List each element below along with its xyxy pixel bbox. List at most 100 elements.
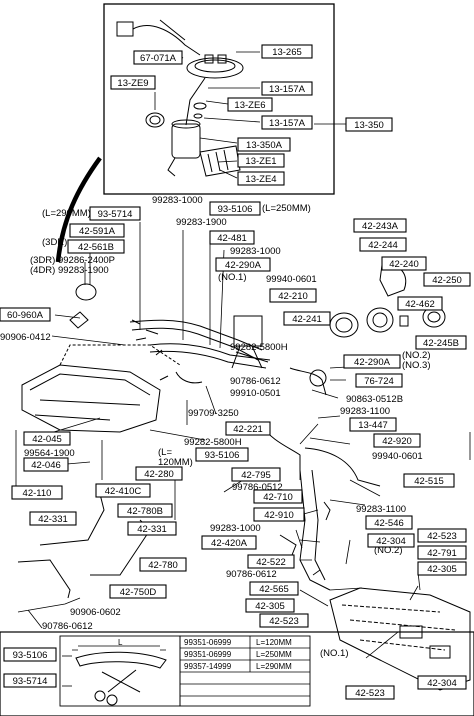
part-number-label: 93-5106 xyxy=(205,450,240,461)
part-number-label: 42-250 xyxy=(432,275,462,286)
part-number-label: 42-410C xyxy=(105,486,142,497)
part-number-label: 42-750D xyxy=(120,587,157,598)
part-number-box xyxy=(261,81,313,96)
part-number-box xyxy=(133,50,183,65)
part-number-text: 99940-0601 xyxy=(372,451,423,462)
part-number-box xyxy=(245,598,295,613)
part-number-text: (L=250MM) xyxy=(262,203,311,214)
part-number-label: 42-221 xyxy=(233,424,263,435)
part-number-label: 60-960A xyxy=(7,310,44,321)
part-number-box xyxy=(353,218,407,233)
legend-part-number: 99351-06999 xyxy=(184,638,232,647)
part-number-box xyxy=(11,485,63,500)
part-number-label: 13-157A xyxy=(269,84,306,95)
part-number-text: 120MM) xyxy=(158,457,193,468)
part-number-label: 42-791 xyxy=(427,548,457,559)
part-number-text: (NO.2) xyxy=(374,545,403,556)
part-number-box xyxy=(209,201,261,216)
legend-part-number: 99357-14999 xyxy=(184,662,232,671)
part-number-label: 42-290A xyxy=(354,357,391,368)
part-number-text: 90786-0612 xyxy=(42,621,93,632)
part-number-label: 42-243A xyxy=(362,221,399,232)
part-number-box xyxy=(231,467,281,482)
part-number-box xyxy=(381,256,427,271)
part-number-label: 42-244 xyxy=(368,240,398,251)
part-number-label: 67-071A xyxy=(140,53,177,64)
part-number-text: (NO.1) xyxy=(320,648,349,659)
part-number-box xyxy=(23,431,71,446)
part-number-label: 42-045 xyxy=(32,434,62,445)
part-number-text: 99283-1000 xyxy=(152,195,203,206)
part-number-box xyxy=(403,473,455,488)
part-number-text: 90863-0512B xyxy=(346,394,403,405)
part-number-box xyxy=(269,288,317,303)
part-number-label: 13-265 xyxy=(272,47,302,58)
part-number-text: (NO.1) xyxy=(218,272,247,283)
part-number-text: (4DR) 99283-1900 xyxy=(30,265,109,276)
part-number-box xyxy=(195,447,249,462)
part-number-box xyxy=(3,673,57,688)
part-number-box xyxy=(0,307,51,322)
part-number-text: (L=290MM) xyxy=(42,208,91,219)
part-number-box xyxy=(367,533,415,548)
legend-length-value: L=290MM xyxy=(256,662,292,671)
part-number-label: 13-447 xyxy=(358,420,388,431)
hose-legend xyxy=(0,631,474,716)
part-number-label: 42-523 xyxy=(427,531,457,542)
part-number-box xyxy=(261,115,313,130)
part-number-label: 42-305 xyxy=(255,601,285,612)
part-number-text: 99709-3250 xyxy=(188,408,239,419)
part-number-text: 99283-1000 xyxy=(230,246,281,257)
part-number-box xyxy=(365,515,413,530)
part-number-label: 42-561B xyxy=(78,242,114,253)
part-number-label: 42-523 xyxy=(355,688,385,699)
part-number-label: 42-331 xyxy=(137,524,167,535)
part-number-label: 42-046 xyxy=(31,460,61,471)
legend-length-value: L=120MM xyxy=(256,638,292,647)
part-number-label: 42-546 xyxy=(374,518,404,529)
part-number-label: 42-780B xyxy=(127,506,163,517)
part-number-text: 99564-1900 xyxy=(24,448,75,459)
part-number-text: 99940-0601 xyxy=(266,274,317,285)
part-number-box xyxy=(117,503,173,518)
part-number-text: (NO.2) xyxy=(402,350,431,361)
part-number-box xyxy=(69,223,125,238)
part-number-text: 99282-5800H xyxy=(230,342,288,353)
part-number-label: 42-462 xyxy=(405,299,435,310)
part-number-box xyxy=(23,457,69,472)
part-number-box xyxy=(253,489,303,504)
part-number-box xyxy=(109,584,167,599)
part-number-label: 42-591A xyxy=(79,226,116,237)
fuel-pump-inset xyxy=(103,3,346,195)
part-number-label: 42-910 xyxy=(264,510,294,521)
part-number-label: 42-710 xyxy=(263,492,293,503)
part-number-text: (L= xyxy=(158,447,172,458)
part-number-box xyxy=(225,421,271,436)
part-number-box xyxy=(139,557,187,572)
part-number-label: 42-304 xyxy=(427,678,457,689)
legend-length-header: L xyxy=(118,638,123,647)
part-number-label: 13-ZE1 xyxy=(245,156,276,167)
part-number-label: 93-5714 xyxy=(13,676,48,687)
part-number-box xyxy=(417,545,467,560)
part-number-box xyxy=(259,613,309,628)
part-number-box xyxy=(397,296,443,311)
part-number-label: 42-920 xyxy=(382,436,412,447)
part-number-label: 42-523 xyxy=(269,616,299,627)
part-number-text: 90786-0612 xyxy=(226,569,277,580)
part-number-box xyxy=(253,507,305,522)
part-number-text: 90906-0602 xyxy=(70,607,121,618)
part-number-text: 99910-0501 xyxy=(230,388,281,399)
part-number-box xyxy=(261,44,313,59)
part-number-box xyxy=(3,647,57,662)
part-number-box xyxy=(215,257,271,272)
part-number-box xyxy=(247,554,295,569)
part-number-box xyxy=(417,528,467,543)
part-number-label: 76-724 xyxy=(364,376,394,387)
part-number-label: 42-245B xyxy=(423,338,459,349)
part-number-box xyxy=(345,117,393,132)
part-number-box xyxy=(89,206,141,221)
part-number-box xyxy=(417,675,467,690)
